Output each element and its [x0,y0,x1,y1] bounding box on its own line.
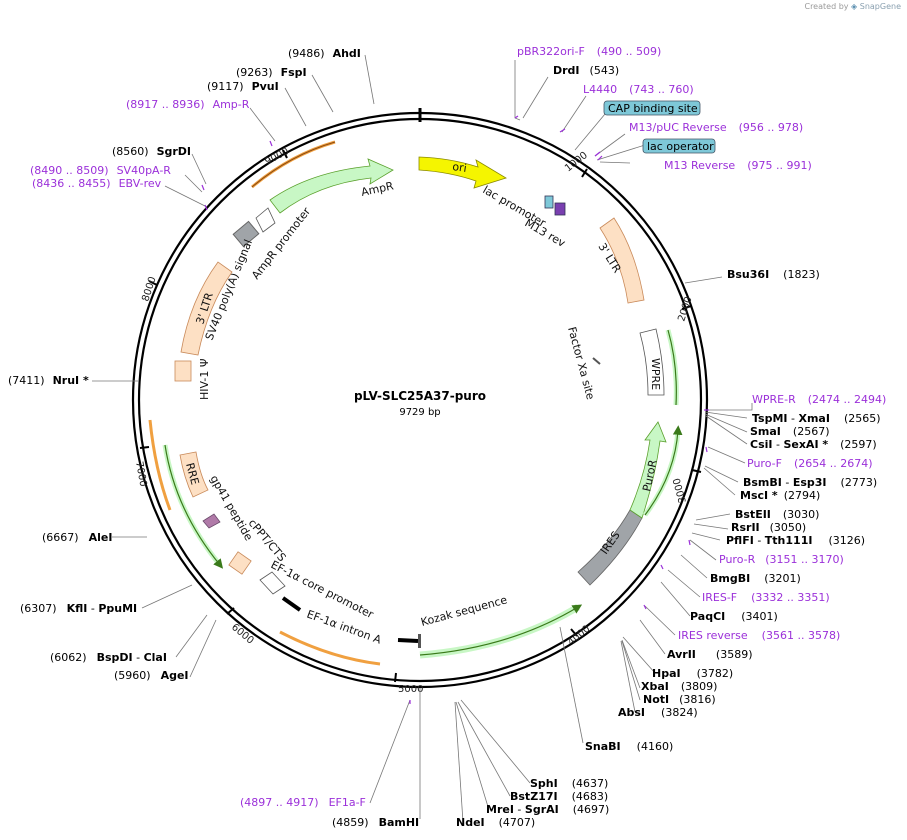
pvui-label: (9117)PvuI [207,80,279,93]
m13puc-label: M13/pUC Reverse(956 .. 978) [629,121,803,134]
absi-label: AbsI(3824) [618,706,698,719]
tick-9000: 9000 [263,146,291,168]
msci-label: MscI *(2794) [740,489,820,502]
site-labels: pBR322ori-F(490 .. 509) DrdI(543) L4440(… [8,45,886,829]
nrui-label: (7411)NruI * [8,374,89,387]
noti-label: NotI(3816) [643,693,716,706]
ef1a-orange-arc [279,630,381,666]
mrei-label: MreI - SgrAI(4697) [486,803,609,816]
gp41-label: gp41 peptide [207,473,255,543]
csii-label: CsiI - SexAI *(2597) [750,438,877,451]
rre-label: RRE [183,461,201,486]
avrii-label: AvrII(3589) [667,648,752,661]
ruler-ticks [139,149,702,683]
cap-site-badge [603,100,701,116]
sv40pa-label: (8490 .. 8509)SV40pA-R [30,164,171,177]
ampr-promoter-arrow [255,207,276,233]
snapgene-credit: Created by ◈ SnapGene [804,2,901,11]
drdi-label: DrdI(543) [553,64,619,77]
snabi-label: SnaBI(4160) [585,740,673,753]
primer-markers [201,115,709,704]
factorxa-label: Factor Xa site [565,325,597,401]
cap-site-label: CAP binding site [608,102,698,115]
ef1af-label: (4897 .. 4917)EF1a-F [240,796,366,809]
ltr-left-box [180,261,233,356]
smai-label: SmaI(2567) [750,425,829,438]
bstz17i-label: BstZ17I(4683) [510,790,608,803]
credit-prefix: Created by [804,2,849,11]
plasmid-name: pLV-SLC25A37-puro [354,389,486,403]
ori-arrow [418,156,507,189]
cap-site-box [544,195,554,209]
bsmbi-label: BsmBI - Esp3I(2773) [743,476,877,489]
plasmid-length: 9729 bp [399,407,440,418]
puror-label: PuroR [640,458,659,492]
cppt-box [228,551,252,575]
ltr-right-box [599,217,645,304]
gp41-box [202,513,221,529]
tick-5000: 5000 [398,684,423,695]
kozak-marker [418,634,421,648]
xbai-label: XbaI(3809) [641,680,717,693]
fspi-label: (9263)FspI [236,66,307,79]
tick-7000: 7000 [133,461,148,488]
wpre-r-label: WPRE-R(2474 .. 2494) [752,393,886,406]
arc-tracks [148,140,683,666]
puror-arrow [629,421,667,519]
ampr-primer-label: (8917 .. 8936)Amp-R [126,98,250,111]
sphi-label: SphI(4637) [530,777,608,790]
ef1a-intron-bar [397,638,419,643]
tick-4000: 4000 [566,624,593,649]
wpre-label: WPRE [649,358,662,390]
wpre-box [639,328,665,396]
agei-label: (5960)AgeI [114,669,189,682]
hpai-label: HpaI(3782) [652,667,733,680]
sv40-box [232,220,260,248]
ires-f-label: IRES-F(3332 .. 3351) [702,591,830,604]
l4440-label: L4440(743 .. 760) [583,83,694,96]
ef1a-core-bar [281,596,302,612]
ampr-arrow [269,158,394,214]
puro-r-label: Puro-R(3151 .. 3170) [719,553,844,566]
lac-operator-label: lac operator [647,140,714,153]
alei-label: (6667)AleI [42,531,112,544]
pflfi-label: PflFI - Tth111I(3126) [726,534,865,547]
ahdi-label: (9486)AhdI [288,47,361,60]
kfli-label: (6307)KflI - PpuMI [20,602,137,615]
ndei-label: NdeI(4707) [456,816,535,829]
m13rev-label: M13 Reverse(975 .. 991) [664,159,812,172]
bspdi-label: (6062)BspDI - ClaI [50,651,167,664]
hiv-psi-box [174,360,192,382]
ampr-label: AmpR [360,179,395,199]
lac-operator-badge [642,138,716,154]
paqci-label: PaqCI(3401) [690,610,778,623]
snapgene-logo-icon: ◈ [851,2,858,11]
ebvrev-label: (8436 .. 8455)EBV-rev [32,177,162,190]
ori-label: ori [452,160,468,175]
bsu36i-label: Bsu36I(1823) [727,268,820,281]
rsrii-label: RsrII(3050) [731,521,806,534]
ires-rev-label: IRES reverse(3561 .. 3578) [678,629,840,642]
rre-box [179,451,209,498]
lac-operator-box [554,202,566,216]
factorxa-mark [592,357,601,365]
tspmi-label: TspMI - XmaI(2565) [752,412,881,425]
ef1a-core-arrow [259,571,286,595]
puro-f-label: Puro-F(2654 .. 2674) [747,457,873,470]
pbr322-label: pBR322ori-F(490 .. 509) [517,45,661,58]
bsteii-label: BstEII(3030) [735,508,819,521]
bamhi-label: (4859)BamHI [332,816,419,829]
sgrdi-label: (8560)SgrDI [112,145,191,158]
cppt-label: cPPT/CTS [246,517,289,565]
bmgbi-label: BmgBI(3201) [710,572,801,585]
credit-brand: SnapGene [859,2,901,11]
kozak-label: Kozak sequence [419,593,508,629]
rre-orange-arc [148,419,172,511]
hiv-psi-label: HIV-1 Ψ [198,358,211,400]
leader-lines [92,54,753,823]
